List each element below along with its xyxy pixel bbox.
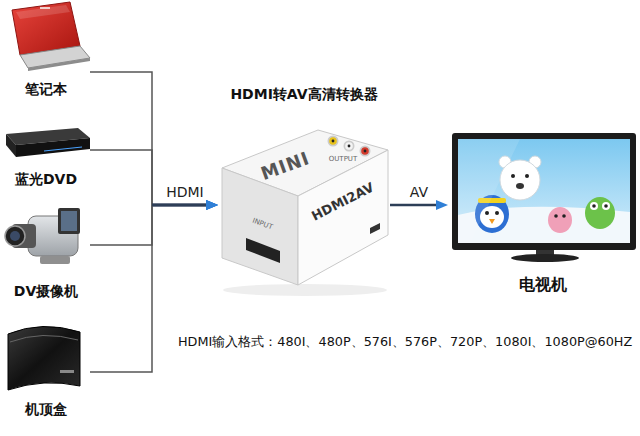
bracket-line [90,150,152,205]
arrow-head [436,200,448,210]
converter-illustration-part [361,147,369,155]
television-illustration-part [489,219,495,224]
television-illustration-part [602,202,610,210]
bluray-player-illustration-part [44,147,82,151]
converter-illustration-part [332,140,335,143]
converter-illustration-part [370,223,380,234]
arrow-shaft [152,204,208,207]
bluray-player-illustration-part [16,138,90,157]
laptop-illustration [12,2,90,71]
device-label: 蓝光DVD [15,171,77,188]
converter-illustration [222,130,388,296]
television-illustration-part [590,202,598,210]
converter-illustration-part [223,284,387,296]
converter-illustration-part [298,150,388,285]
camcorder-illustration-part [5,226,25,246]
camcorder-illustration-part [58,208,80,234]
converter-illustration-part [344,141,355,152]
television-illustration-part [604,204,608,208]
arrow-head [206,200,218,210]
television-illustration-part [585,197,615,229]
device-node: 蓝光DVD [2,120,90,190]
arrow-head [206,200,218,210]
arrow-shaft [390,204,438,207]
device-label: 机顶盒 [25,401,67,418]
television-illustration-part [516,183,524,189]
television-illustration-part [511,174,515,178]
converter-illustration-part [360,146,371,157]
port-label: OUTPUT [329,155,358,163]
laptop-illustration-part [40,7,50,9]
television-illustration-part [592,204,596,208]
television-illustration-part [485,211,489,215]
arrow-head [206,200,218,210]
tv-node: 电视机 [448,128,638,296]
laptop-illustration-part [16,5,70,19]
device-node: DV摄像机 [2,204,90,302]
bluray-player-illustration-part [6,134,16,157]
television-illustration [452,133,636,262]
converter-illustration-part [348,145,351,148]
converter-node: HDMI转AV高清转换器 MINIHDMI2AV INPUT OUTPUT [218,86,390,290]
set-top-box-illustration-part [10,335,78,342]
hdmi-connector [90,200,218,245]
laptop-illustration-part [28,58,90,71]
camcorder-illustration-part [10,231,20,241]
converter-illustration-part [246,238,280,263]
bracket-line [90,72,152,205]
set-top-box-illustration-part [60,370,74,373]
converter-illustration-part [328,136,339,147]
arrow-head [206,200,218,210]
television-illustration-part [562,214,566,218]
brand-mark: MINI [258,147,313,185]
device-label: DV摄像机 [14,283,78,300]
television-illustration-part [548,207,572,233]
converter-illustration-part [345,142,353,150]
device-node: 笔记本 [2,2,90,100]
bluray-player-illustration [6,128,90,157]
model-mark: HDMI2AV [309,180,376,225]
converter-illustration-part [329,137,337,145]
television-illustration-part [525,174,529,178]
converter-illustration-part [222,168,298,285]
port-label: INPUT [251,216,274,231]
format-note: HDMI输入格式：480I、480P、576I、576P、720P、1080I、… [178,334,632,349]
camcorder-illustration-part [61,211,77,231]
camcorder-illustration [5,208,80,264]
hdmi-connector [90,150,218,210]
bracket-line [90,205,152,245]
arrow-shaft [152,204,208,207]
television-illustration-part [458,139,630,243]
device-label: 笔记本 [25,81,67,98]
camcorder-illustration-part [40,256,70,264]
device-label: 电视机 [519,275,567,294]
television-illustration-part [452,133,636,250]
television-illustration-part [554,214,558,218]
television-illustration-part [511,254,579,262]
set-top-box-illustration-part [8,326,80,390]
converter-title: HDMI转AV高清转换器 [230,86,377,103]
av-connector [390,200,448,210]
television-illustration-part [495,211,499,215]
arrow-shaft [152,204,208,207]
device-node: 机顶盒 [2,322,90,420]
arrow-shaft [152,204,208,207]
converter-illustration-part [364,150,367,153]
bracket-line [90,205,152,372]
signal-label: HDMI [164,184,206,201]
hdmi-connector [90,72,218,210]
television-illustration-part [458,139,520,243]
set-top-box-illustration [8,326,80,390]
signal-label: AV [408,184,430,201]
